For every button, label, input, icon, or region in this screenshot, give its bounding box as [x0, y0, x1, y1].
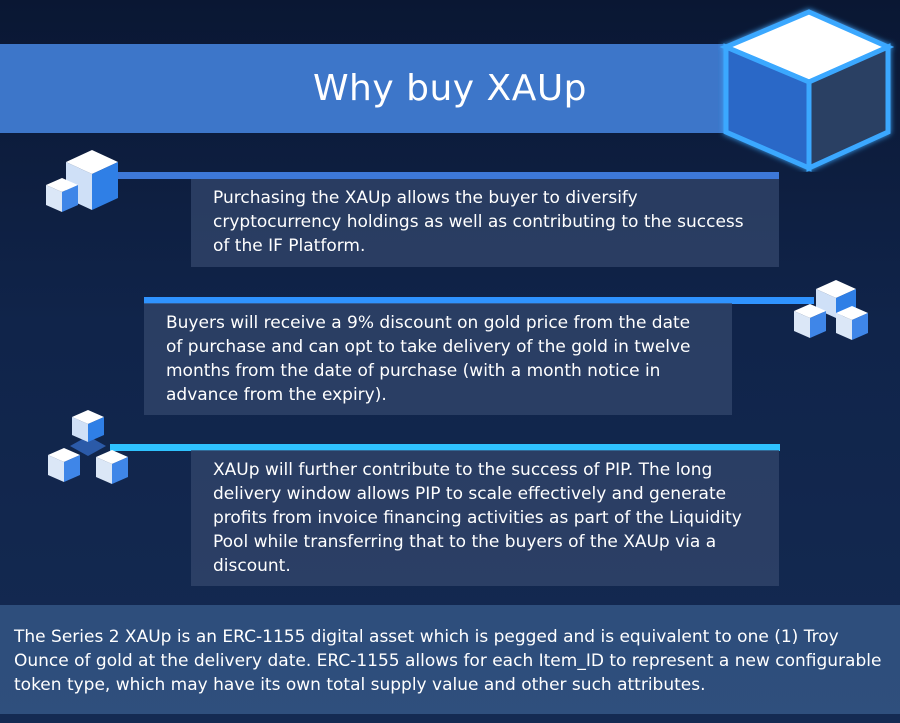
section-text: Buyers will receive a 9% discount on gol…	[166, 313, 691, 405]
stacked-cubes-icon	[46, 150, 118, 212]
cube-cluster-icon	[794, 280, 868, 340]
cube-tree-icon	[48, 410, 128, 484]
section-accent-line	[144, 297, 814, 304]
section-text-box: XAUp will further contribute to the succ…	[191, 450, 779, 586]
page-title: Why buy XAUp	[312, 68, 588, 109]
footer-text: The Series 2 XAUp is an ERC-1155 digital…	[14, 627, 882, 695]
large-cube-icon	[719, 9, 895, 172]
section-accent-line	[112, 172, 779, 179]
section-text: Purchasing the XAUp allows the buyer to …	[213, 188, 744, 256]
section-text-box: Buyers will receive a 9% discount on gol…	[144, 303, 732, 415]
header-banner	[0, 44, 728, 133]
section-text-box: Purchasing the XAUp allows the buyer to …	[191, 179, 779, 267]
section-text: XAUp will further contribute to the succ…	[213, 460, 742, 576]
footer-note: The Series 2 XAUp is an ERC-1155 digital…	[0, 605, 900, 714]
section-accent-line	[110, 444, 780, 451]
